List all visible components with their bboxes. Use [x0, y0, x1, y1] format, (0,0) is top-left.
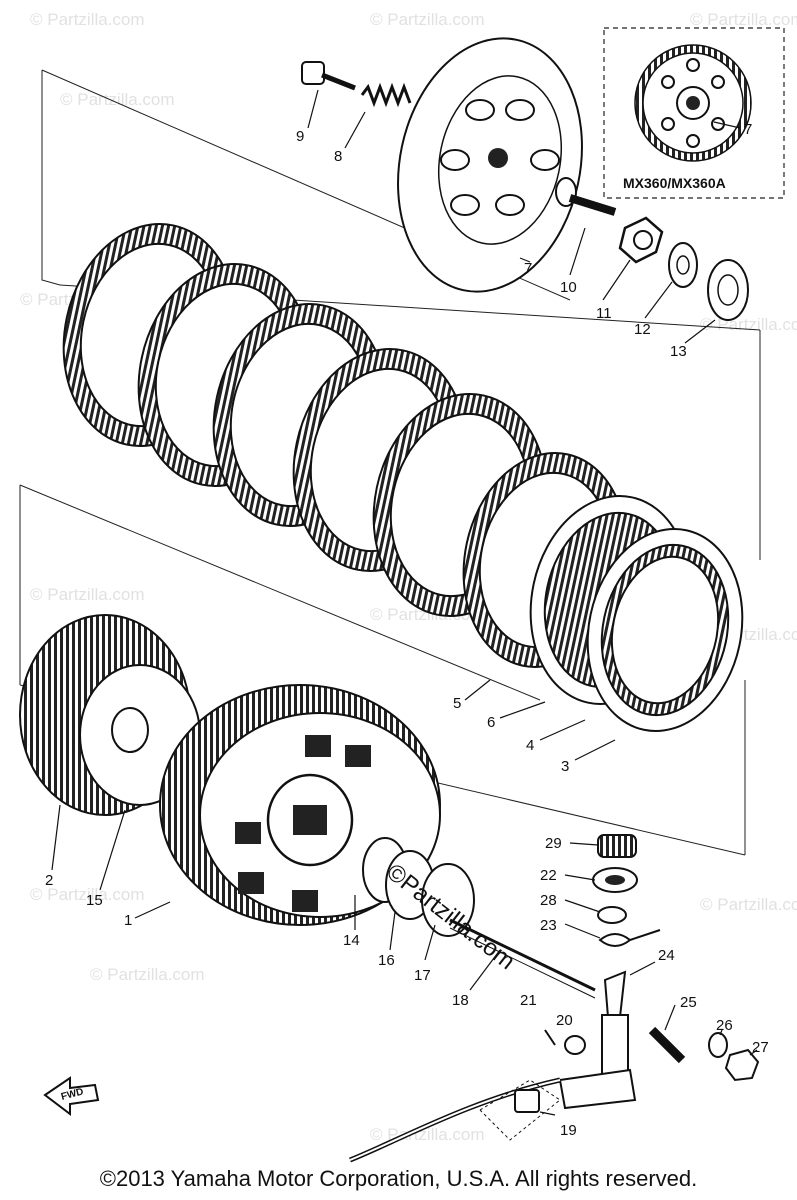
callout-10: 10	[560, 279, 577, 296]
callout-12: 12	[634, 321, 651, 338]
callout-21: 21	[520, 992, 537, 1009]
watermark-text: © Partzilla.com	[690, 10, 797, 29]
watermark-text: © Partzilla.com	[370, 10, 485, 29]
callout-13: 13	[670, 343, 687, 360]
callout-26: 26	[716, 1017, 733, 1034]
callout-20: 20	[556, 1012, 573, 1029]
thrust-washers-and-pushrod	[362, 837, 596, 999]
callout-23: 23	[540, 917, 557, 934]
inset-label: MX360/MX360A	[623, 175, 726, 191]
watermark-text: © Partzilla.com	[30, 885, 145, 904]
callout-18: 18	[452, 992, 469, 1009]
callout-3: 3	[561, 758, 569, 775]
callout-4: 4	[526, 737, 534, 754]
callout-29: 29	[545, 835, 562, 852]
watermark-text: © Partzilla.com	[30, 10, 145, 29]
callout-7-inset: 7	[744, 121, 752, 138]
push-rod-nut-washers	[555, 177, 749, 321]
clutch-plate-stack	[62, 223, 744, 733]
fwd-arrow-icon: FWD	[43, 1076, 100, 1117]
callout-9: 9	[296, 128, 304, 145]
callout-25: 25	[680, 994, 697, 1011]
callout-8: 8	[334, 148, 342, 165]
callout-7: 7	[524, 260, 532, 277]
watermark-text: © Partzilla.com	[700, 315, 797, 334]
callout-22: 22	[540, 867, 557, 884]
callouts: 9 8 7 10 11 12 13 5 6 4 3 2 15 1 14 16 1…	[45, 128, 769, 1139]
leader-lines	[51, 89, 758, 1116]
callout-14: 14	[343, 932, 360, 949]
callout-1: 1	[124, 912, 132, 929]
release-mechanism-parts	[544, 834, 760, 1110]
callout-2: 2	[45, 872, 53, 889]
clutch-cable	[349, 1077, 561, 1163]
copyright-notice: ©2013 Yamaha Motor Corporation, U.S.A. A…	[99, 1166, 698, 1191]
callout-19: 19	[560, 1122, 577, 1139]
watermark-text: © Partzilla.com	[90, 965, 205, 984]
callout-27: 27	[752, 1039, 769, 1056]
callout-28: 28	[540, 892, 557, 909]
callout-24: 24	[658, 947, 675, 964]
watermark-text: © Partzilla.com	[700, 895, 797, 914]
inset-box: 7 MX360/MX360A	[603, 27, 785, 199]
callout-6: 6	[487, 714, 495, 731]
callout-11: 11	[596, 305, 612, 322]
callout-15: 15	[86, 892, 103, 909]
bolt-and-spring	[301, 61, 412, 108]
callout-16: 16	[378, 952, 395, 969]
watermark-text: © Partzilla.com	[30, 585, 145, 604]
watermark-text: © Partzilla.com	[60, 90, 175, 109]
callout-5: 5	[453, 695, 461, 712]
pressure-plate	[397, 37, 583, 293]
callout-17: 17	[414, 967, 431, 984]
